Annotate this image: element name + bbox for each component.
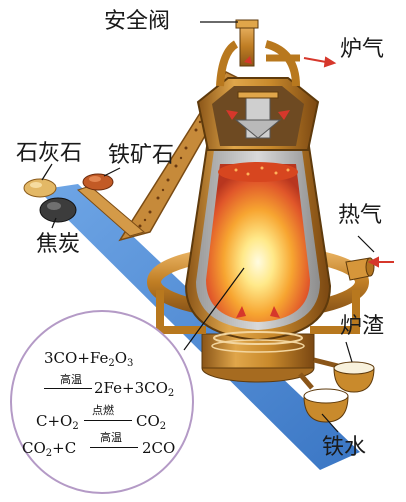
- limestone-pile: [23, 178, 57, 198]
- equation-2-arrow: [84, 420, 132, 421]
- iron-ore-pile: [82, 173, 114, 191]
- furnace-gas-arrow: [303, 56, 337, 68]
- equations-panel: [10, 310, 194, 494]
- label-limestone: 石灰石: [16, 141, 83, 166]
- tuyere-right: [310, 290, 360, 334]
- hot-air-arrow: [367, 256, 394, 268]
- label-coke: 焦炭: [36, 232, 81, 257]
- iron-tap-chute: [298, 372, 314, 390]
- equation-1-products: 2Fe+3CO2: [94, 379, 175, 399]
- slag-ladle: [333, 361, 375, 393]
- charging-bell: [234, 91, 282, 139]
- burden-layer: [218, 162, 298, 182]
- label-hot-air: 热气: [338, 203, 383, 228]
- label-slag: 炉渣: [340, 314, 385, 339]
- coke-pile: [39, 197, 77, 223]
- leader-lines: [41, 21, 375, 433]
- equation-3-arrow: [90, 447, 138, 448]
- equation-2-reactants: C+O2: [36, 412, 79, 432]
- equation-2-products: CO2: [136, 412, 167, 432]
- uptake-pipe-left: [216, 40, 239, 87]
- iron-ladle: [303, 388, 349, 423]
- equation-1-condition: 高温: [60, 373, 82, 386]
- label-furnace-gas: 炉气: [340, 37, 385, 62]
- furnace-fire-zone: [206, 164, 310, 322]
- equation-3-condition: 高温: [100, 431, 122, 444]
- equation-3-reactants: CO2+C: [22, 439, 77, 459]
- slag-tap-chute: [313, 357, 339, 369]
- label-safety-valve: 安全阀: [104, 9, 171, 34]
- equation-3-products: 2CO: [142, 439, 176, 457]
- equation-1-arrow: [44, 388, 92, 389]
- burden-specks: [234, 166, 290, 176]
- label-molten-iron: 铁水: [322, 435, 367, 460]
- internal-gas-arrows: [226, 56, 290, 318]
- equation-1-reactants: 3CO+Fe2O3: [44, 349, 134, 369]
- safety-valve-cap: [235, 19, 259, 29]
- equation-2-condition: 点燃: [92, 404, 114, 417]
- label-iron-ore: 铁矿石: [108, 143, 175, 168]
